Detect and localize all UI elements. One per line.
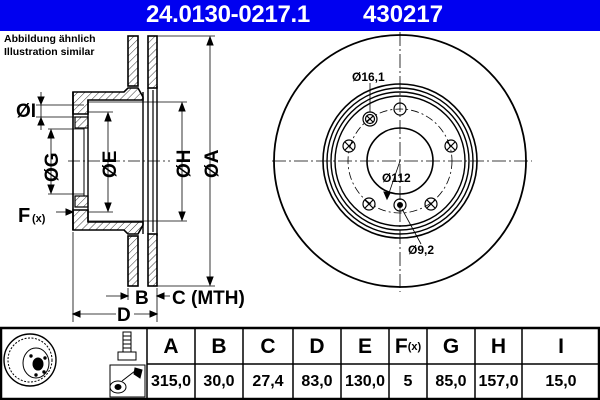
value-b: 30,0	[203, 373, 235, 390]
value-a: 315,0	[150, 373, 192, 390]
label-dia-g: ØG	[42, 152, 63, 182]
label-c: C (MTH)	[172, 288, 245, 309]
col-header-b: B	[211, 335, 227, 358]
label-d: D	[117, 305, 131, 326]
col-header-f-letter: F	[394, 335, 408, 358]
col-header-e: E	[357, 335, 372, 358]
title-bar: 24.0130-0217.1 430217	[0, 0, 600, 31]
col-header-a: A	[163, 335, 179, 358]
label-dia-h: ØH	[174, 150, 195, 179]
label-f-suffix: (x)	[32, 213, 46, 225]
spec-table	[0, 326, 600, 400]
col-header-g: G	[442, 335, 460, 358]
section-view	[36, 35, 215, 322]
label-f: F	[18, 205, 30, 227]
illustration-note: Abbildung ähnlich Illustration similar	[4, 33, 96, 59]
note-english: Illustration similar	[4, 46, 95, 58]
bolt-icon	[117, 331, 137, 361]
label-hole-small: Ø9,2	[408, 243, 434, 257]
label-hole-large: Ø16,1	[352, 70, 385, 84]
section-labels: ØI ØG ØE ØH ØA F (x) B C (MTH) D	[16, 101, 245, 326]
label-dia-e: ØE	[100, 151, 121, 178]
col-header-f-suffix: (x)	[407, 341, 422, 353]
front-labels: Ø16,1 Ø112 Ø9,2	[352, 70, 434, 257]
col-header-d: D	[309, 335, 325, 358]
label-dia-a: ØA	[202, 149, 223, 178]
value-f: 5	[403, 373, 413, 390]
col-header-i: I	[558, 335, 564, 358]
article-code: 430217	[363, 1, 444, 28]
technical-drawing: ØI ØG ØE ØH ØA F (x) B C (MTH) D	[16, 32, 532, 326]
front-view	[272, 32, 532, 292]
col-header-f: F(x)	[389, 330, 427, 364]
brake-disc-icon	[3, 333, 57, 387]
label-b: B	[135, 288, 149, 309]
label-pcd: Ø112	[382, 171, 411, 185]
label-dia-i: ØI	[16, 101, 36, 122]
part-number: 24.0130-0217.1	[146, 1, 310, 28]
note-german: Abbildung ähnlich	[4, 33, 96, 45]
cleaning-spray-icon	[109, 364, 146, 398]
value-c: 27,4	[252, 373, 284, 390]
value-g: 85,0	[435, 373, 467, 390]
value-h: 157,0	[478, 373, 519, 390]
value-e: 130,0	[344, 373, 386, 390]
col-header-h: H	[490, 335, 507, 358]
value-i: 15,0	[545, 373, 577, 390]
value-d: 83,0	[301, 373, 333, 390]
col-header-c: C	[260, 335, 276, 358]
